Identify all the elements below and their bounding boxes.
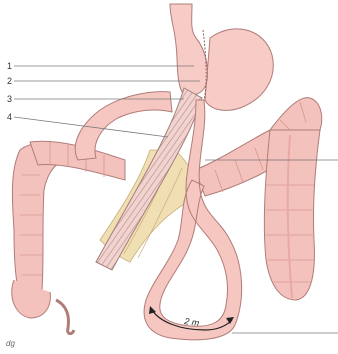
callout-4: 4 — [7, 112, 12, 122]
descending-colon — [264, 130, 320, 300]
artist-mark: dg — [6, 339, 15, 348]
callout-2: 2 — [7, 76, 12, 86]
remnant-stomach — [205, 29, 273, 111]
appendix — [56, 300, 74, 334]
ascending-colon — [12, 142, 72, 302]
cecum — [12, 280, 51, 318]
esophagus — [170, 4, 208, 95]
callout-3: 3 — [7, 94, 12, 104]
callout-1: 1 — [7, 61, 12, 71]
